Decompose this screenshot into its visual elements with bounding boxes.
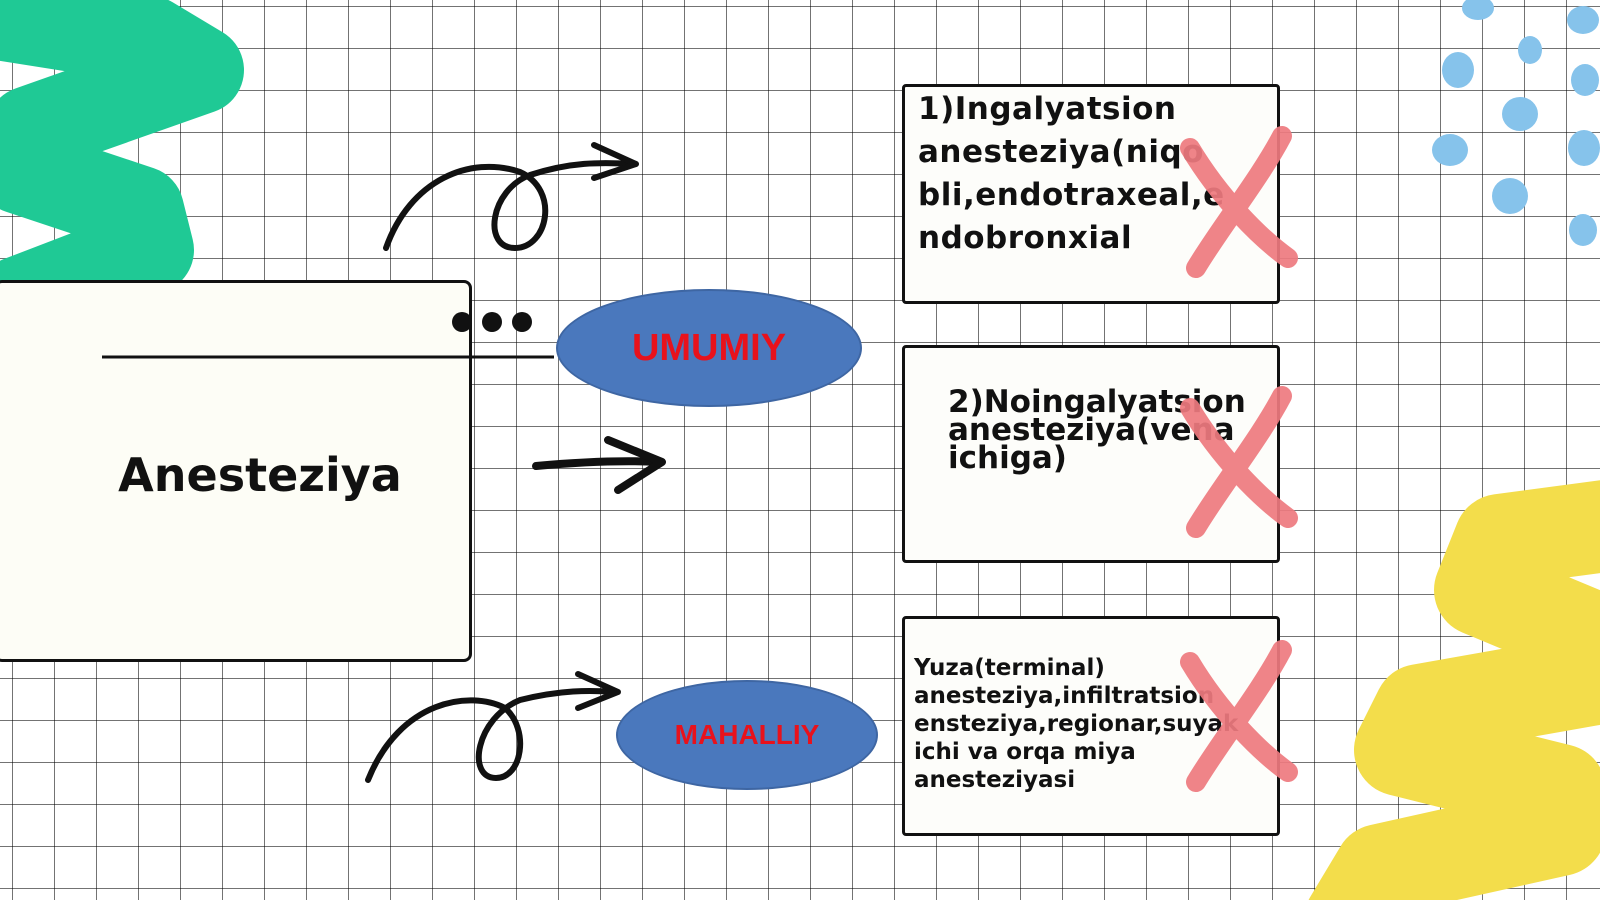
umumiy-ellipse: UMUMIY bbox=[556, 289, 862, 407]
info-box-1-text: 1)Ingalyatsion anesteziya(niqo bli,endot… bbox=[918, 91, 1225, 256]
yellow-squiggle bbox=[1308, 480, 1600, 900]
info-box-3 bbox=[902, 616, 1280, 836]
main-title: Anesteziya bbox=[118, 448, 402, 502]
x-mark-icon bbox=[1170, 632, 1310, 802]
info-box-3-text: Yuza(terminal) anesteziya,infiltratsion … bbox=[914, 655, 1239, 793]
curly-arrow-icon-bottom bbox=[365, 671, 621, 783]
curly-arrow-icon bbox=[383, 142, 639, 251]
x-mark-icon bbox=[1170, 378, 1310, 548]
blue-dots bbox=[1432, 0, 1600, 246]
mahalliy-label: MAHALLIY bbox=[674, 719, 820, 750]
mahalliy-ellipse: MAHALLIY bbox=[616, 680, 878, 790]
umumiy-label: UMUMIY bbox=[631, 326, 787, 369]
x-mark-icon bbox=[1170, 118, 1310, 288]
straight-arrow-icon bbox=[532, 436, 666, 494]
main-card bbox=[0, 280, 472, 662]
